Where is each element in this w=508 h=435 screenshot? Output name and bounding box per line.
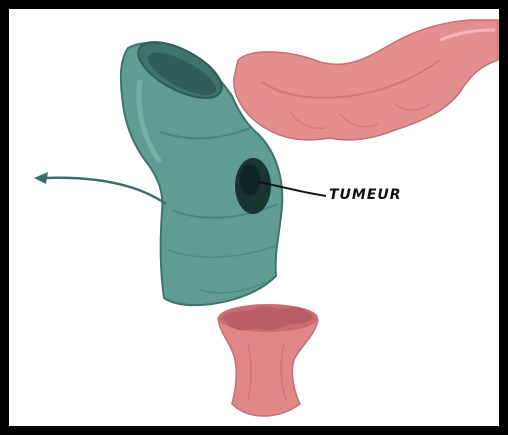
rectal-stump <box>218 304 318 416</box>
arrow-left-icon <box>34 172 166 204</box>
tumor-spot <box>235 158 271 214</box>
tumor-label: TUMEUR <box>329 187 402 203</box>
upper-colon <box>234 20 498 140</box>
